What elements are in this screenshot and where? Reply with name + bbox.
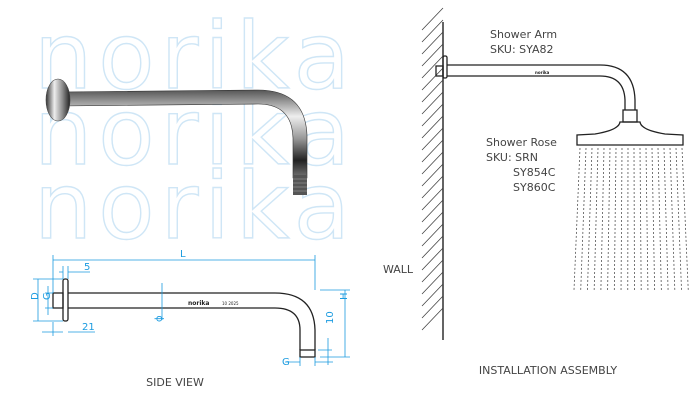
hatch-line <box>421 19 444 43</box>
svg-text:ϕ: ϕ <box>154 315 165 322</box>
svg-text:Shower Arm: Shower Arm <box>490 28 557 41</box>
side-view-drawing: norika 10 2025 L 5 D G 21 ϕ 10 H G <box>30 249 350 368</box>
side-view-title: SIDE VIEW <box>146 376 204 389</box>
hatch-line <box>421 127 444 151</box>
svg-text:SY854C: SY854C <box>513 166 556 179</box>
spray-line <box>587 147 593 291</box>
spray-line <box>645 147 649 291</box>
svg-text:SKU: SRN: SKU: SRN <box>486 151 538 164</box>
thread-icon <box>293 175 307 195</box>
arm-callout: Shower Arm SKU: SYA82 <box>490 28 557 56</box>
spray-line <box>639 147 642 291</box>
hatch-line <box>421 259 444 283</box>
svg-text:D: D <box>30 292 41 300</box>
svg-text:SY860C: SY860C <box>513 181 556 194</box>
spray-line <box>600 147 605 291</box>
spray-line <box>573 147 581 291</box>
svg-text:G: G <box>42 292 53 300</box>
hatch-line <box>421 271 444 295</box>
rose-callout: Shower Rose SKU: SRN SY854C SY860C <box>486 136 557 194</box>
svg-text:5: 5 <box>84 262 90 273</box>
svg-text:norika: norika <box>34 153 356 260</box>
svg-text:SKU: SYA82: SKU: SYA82 <box>490 43 554 56</box>
hatch-line <box>421 79 444 103</box>
spray-line <box>593 147 599 291</box>
hatch-line <box>421 307 444 331</box>
hatch-line <box>421 43 444 67</box>
shower-arm-photo <box>45 78 308 195</box>
svg-text:10: 10 <box>325 311 336 324</box>
wall <box>421 7 444 340</box>
svg-text:norika: norika <box>188 300 209 307</box>
hatch-line <box>421 151 444 175</box>
hatch-line <box>421 211 444 235</box>
hatch-line <box>421 163 444 187</box>
svg-text:H: H <box>339 292 350 300</box>
hatch-line <box>421 295 444 319</box>
spray-line <box>675 147 682 291</box>
svg-text:21: 21 <box>82 322 95 333</box>
hatch-line <box>421 115 444 139</box>
svg-text:Shower Rose: Shower Rose <box>486 136 557 149</box>
svg-text:L: L <box>180 249 186 260</box>
spray-line <box>681 147 689 291</box>
svg-text:G: G <box>282 357 290 368</box>
spray-line <box>657 147 662 291</box>
hatch-line <box>421 247 444 271</box>
hatch-line <box>421 235 444 259</box>
hatch-line <box>421 139 444 163</box>
hatch-line <box>421 283 444 307</box>
assembly-title: INSTALLATION ASSEMBLY <box>479 364 618 377</box>
svg-text:norika: norika <box>535 70 550 75</box>
hatch-line <box>421 67 444 91</box>
spray-line <box>651 147 656 291</box>
hatch-line <box>421 223 444 247</box>
hatch-line <box>421 175 444 199</box>
watermark: norika norika norika <box>33 2 356 260</box>
spray-line <box>607 147 611 291</box>
spray-line <box>580 147 587 291</box>
svg-text:10 2025: 10 2025 <box>222 301 239 306</box>
hatch-line <box>421 55 444 79</box>
spray-line <box>620 147 623 291</box>
spray-line <box>663 147 669 291</box>
hatch-line <box>421 7 444 31</box>
hatch-line <box>421 199 444 223</box>
water-spray <box>573 147 689 291</box>
hatch-line <box>421 103 444 127</box>
wall-label: WALL <box>383 263 414 276</box>
hatch-line <box>421 187 444 211</box>
spray-line <box>613 147 617 291</box>
assembly-shower-arm: norika <box>435 55 684 146</box>
spray-line <box>669 147 676 291</box>
hatch-line <box>421 91 444 115</box>
hatch-line <box>421 31 444 55</box>
